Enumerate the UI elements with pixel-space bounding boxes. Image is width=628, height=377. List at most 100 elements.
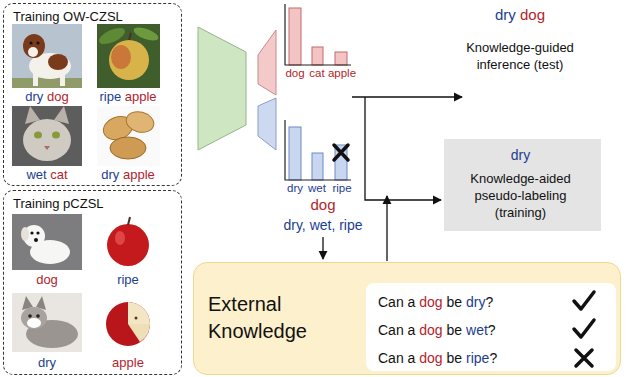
dog-photo — [23, 34, 45, 58]
output-bracket-arrow — [365, 97, 441, 200]
ripe-apple-photo — [111, 45, 131, 69]
question-text: ripe — [466, 350, 489, 366]
dog-photo — [12, 214, 82, 270]
question-text: be — [447, 322, 463, 338]
dog-photo — [48, 54, 68, 70]
check-mark — [574, 320, 594, 337]
image-caption: dog — [36, 272, 58, 287]
cut-apple-photo — [97, 293, 160, 352]
wet-cat-photo — [12, 106, 82, 166]
object-bar-chart — [285, 4, 351, 65]
dataset-panel: Training pCZSL — [3, 190, 182, 375]
attribute-bar-chart — [285, 120, 351, 180]
question-text: be — [447, 294, 463, 310]
dry-apple-photo — [124, 109, 156, 136]
object-bar-chart — [312, 47, 323, 65]
image-caption: apple — [123, 167, 155, 182]
knowledge-box: External Knowledge Can adogbedry?Can ado… — [193, 262, 621, 375]
ripe-apple-photo — [129, 33, 131, 40]
object-bar-chart — [335, 52, 347, 65]
panel-title: Training pCZSL — [13, 196, 104, 212]
image-caption-group: ripe — [117, 272, 139, 288]
question-text: dry — [466, 294, 485, 310]
apple-photo — [97, 214, 160, 270]
wet-cat-photo — [23, 119, 71, 161]
cut-apple-photo — [128, 302, 150, 324]
dog-photo — [30, 231, 33, 234]
attribute-label: dry — [444, 147, 597, 164]
image-caption: apple — [112, 355, 144, 370]
bar-label: cat — [309, 67, 324, 79]
cut-apple-photo — [135, 317, 138, 320]
question-text: Can a — [378, 322, 415, 338]
bar-label-group: dry — [287, 182, 303, 196]
bar-label-group: dog — [285, 67, 304, 81]
output-description: Knowledge-guided inference (test) — [466, 40, 574, 72]
question-text: Can a — [378, 350, 415, 366]
bar-label: ripe — [332, 182, 351, 194]
bar-label-group: ripe — [332, 182, 351, 196]
query-object-group: dog — [310, 196, 335, 214]
wet-cat-photo — [52, 132, 60, 139]
ripe-apple-photo — [97, 24, 160, 88]
attribute-bar-chart — [312, 153, 323, 180]
wet-cat-photo — [34, 132, 42, 139]
filter-arrow — [387, 196, 388, 261]
image-caption: cat — [50, 167, 67, 182]
attribute-head — [258, 98, 276, 150]
check-mark — [574, 292, 594, 309]
cat-photo — [28, 314, 32, 318]
cut-apple-photo — [97, 293, 160, 352]
object-bar-chart — [285, 4, 351, 65]
image-caption: wet — [26, 167, 46, 182]
bar-label: apple — [328, 67, 356, 79]
dog-photo — [36, 41, 39, 44]
encoder-shape — [198, 27, 246, 150]
encoder-shape — [198, 27, 246, 150]
output-description: Knowledge-aided pseudo-labeling (trainin… — [450, 170, 591, 221]
dog-photo — [60, 72, 65, 86]
query-arrow — [322, 237, 323, 259]
apple-photo — [97, 214, 160, 270]
cat-photo — [36, 314, 40, 318]
image-caption-group: apple — [112, 355, 144, 371]
question-line: Can adogberipe? — [378, 344, 497, 372]
cross-mark — [576, 350, 592, 366]
attribute-bar-chart — [335, 145, 347, 180]
image-caption-group: dog — [36, 272, 58, 288]
dog-photo — [34, 238, 38, 242]
bar-label: dry — [287, 182, 303, 194]
image-caption-group: dry apple — [101, 167, 155, 183]
dog-photo — [12, 24, 82, 88]
dog-photo — [36, 231, 39, 234]
prediction-label-group: drydog — [495, 6, 545, 24]
ripe-apple-photo — [132, 25, 160, 43]
wet-cat-photo — [44, 146, 50, 150]
dog-photo — [33, 72, 38, 86]
query-attributes-group: dry, wet, ripe — [283, 217, 362, 234]
image-caption-group: ripeapple — [99, 89, 156, 105]
query-attributes: dry, wet, ripe — [283, 217, 362, 233]
dog-photo — [28, 47, 38, 57]
attribute-bar-chart — [285, 120, 351, 180]
dog-photo — [29, 41, 32, 44]
dog-photo — [12, 24, 82, 88]
question-line: Can adogbewet? — [378, 316, 496, 344]
image-caption: dog — [47, 89, 69, 104]
image-caption: dry — [38, 355, 56, 370]
dog-photo — [12, 214, 82, 270]
image-caption-group: dry — [38, 355, 56, 371]
apple-photo — [107, 224, 149, 266]
question-text: ? — [485, 294, 493, 310]
ripe-apple-photo — [109, 40, 149, 80]
filter-arrow — [386, 196, 387, 261]
image-caption: dry — [101, 167, 119, 182]
image-caption: dry — [25, 89, 43, 104]
question-text: Can a — [378, 294, 415, 310]
apple-photo — [128, 217, 130, 225]
cat-photo — [27, 318, 41, 328]
cross-mark — [334, 145, 348, 160]
image-caption: ripe — [99, 89, 121, 104]
question-text: ? — [488, 322, 496, 338]
